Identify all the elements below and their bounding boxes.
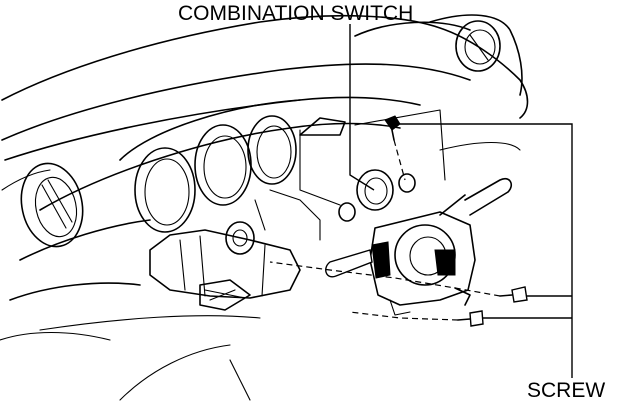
gauge-cluster [119,99,301,233]
leader-lines [349,24,573,378]
screw-middle [499,286,528,303]
center-knobs [338,169,416,222]
screw-bottom [457,310,484,327]
combination-switch-label: COMBINATION SWITCH [178,2,414,25]
screw-label: SCREW [527,379,606,402]
defroster-vent [299,117,346,136]
steering-column [149,189,321,311]
combination-switch [325,177,512,316]
left-air-vent [20,162,84,248]
assembly-dash-lines [269,139,501,321]
right-air-vent [455,20,501,72]
